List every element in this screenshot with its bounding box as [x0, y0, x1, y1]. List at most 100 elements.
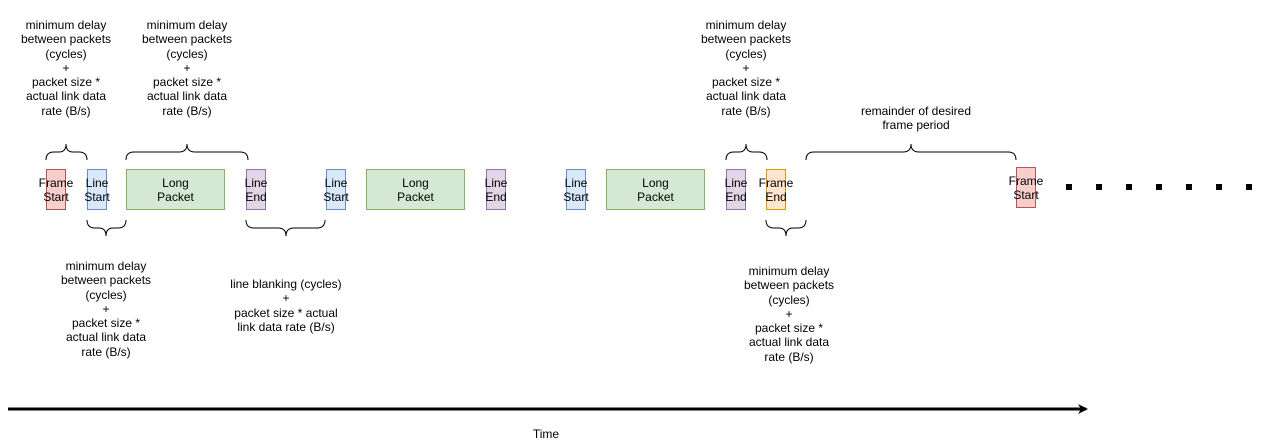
text-line: minimum delay — [705, 18, 787, 32]
brace-bottom-1 — [86, 219, 127, 237]
text-line: between packets — [743, 278, 835, 293]
brace-top-3 — [725, 143, 768, 161]
text-line: (cycles) — [85, 287, 127, 302]
text-line: rate (B/s) — [764, 349, 814, 364]
brace-top-2 — [125, 143, 249, 161]
text-line: End — [765, 189, 787, 204]
text-line: (cycles) — [45, 46, 87, 61]
text-line: minimum delay — [65, 259, 147, 273]
text-line: packet size * — [31, 75, 101, 90]
text-line: End — [725, 189, 747, 204]
brace-top-4 — [805, 143, 1017, 161]
brace-bottom-2 — [245, 219, 326, 237]
text-line: Line — [85, 175, 109, 190]
text-line: rate (B/s) — [81, 344, 131, 359]
text-line: line blanking (cycles) — [230, 277, 342, 291]
text-line: actual link data — [748, 335, 830, 350]
text-line: Packet — [637, 189, 674, 204]
text-line: Frame — [1008, 173, 1044, 188]
text-line: Start — [1013, 187, 1039, 202]
text-line: Line — [244, 175, 268, 190]
text-line: + — [742, 60, 750, 75]
text-line: + — [102, 301, 110, 316]
text-line: packet size * — [754, 321, 824, 336]
text-line: + — [62, 60, 70, 75]
text-line: rate (B/s) — [162, 103, 212, 118]
text-line: between packets — [20, 32, 112, 47]
continuation-dot — [1096, 184, 1102, 190]
text-line: packet size * — [152, 75, 222, 90]
text-line: (cycles) — [166, 46, 208, 61]
text-line: Long — [162, 175, 189, 190]
text-line: Line — [724, 175, 748, 190]
text-line: End — [245, 189, 267, 204]
text-line: actual link data — [25, 89, 107, 104]
text-line: remainder of desired — [860, 104, 972, 118]
text-line: packet size * actual — [234, 305, 338, 320]
text-line: minimum delay — [25, 18, 107, 32]
text-line: rate (B/s) — [41, 103, 91, 118]
text-line: Frame — [38, 175, 74, 190]
text-line: Line — [564, 175, 588, 190]
text-line: End — [485, 189, 507, 204]
text-line: frame period — [882, 118, 950, 133]
text-line: actual link data — [146, 89, 228, 104]
text-line: (cycles) — [768, 292, 810, 307]
brace-top-1 — [45, 143, 88, 161]
text-line: Start — [43, 189, 69, 204]
text-line: rate (B/s) — [721, 103, 771, 118]
text-line: Line — [324, 175, 348, 190]
text-line: Start — [84, 189, 110, 204]
text-line: between packets — [141, 32, 233, 47]
text-line: Line — [484, 175, 508, 190]
annotation-line-blanking: line blanking (cycles)+packet size * act… — [206, 277, 366, 334]
continuation-dot — [1186, 184, 1192, 190]
time-axis-label: Time — [532, 427, 560, 441]
continuation-dot — [1246, 184, 1252, 190]
text-line: + — [282, 291, 290, 306]
brace-bottom-3 — [765, 219, 807, 237]
text-line: Frame — [758, 175, 794, 190]
text-line: Long — [642, 175, 669, 190]
continuation-dot — [1126, 184, 1132, 190]
text-line: Start — [563, 189, 589, 204]
continuation-dot — [1066, 184, 1072, 190]
text-line: (cycles) — [725, 46, 767, 61]
text-line: + — [183, 60, 191, 75]
continuation-dot — [1156, 184, 1162, 190]
text-line: Start — [323, 189, 349, 204]
text-line: minimum delay — [748, 264, 830, 278]
text-line: packet size * — [71, 316, 141, 331]
text-line: + — [785, 306, 793, 321]
text-line: packet size * — [711, 75, 781, 90]
text-line: actual link data — [65, 330, 147, 345]
